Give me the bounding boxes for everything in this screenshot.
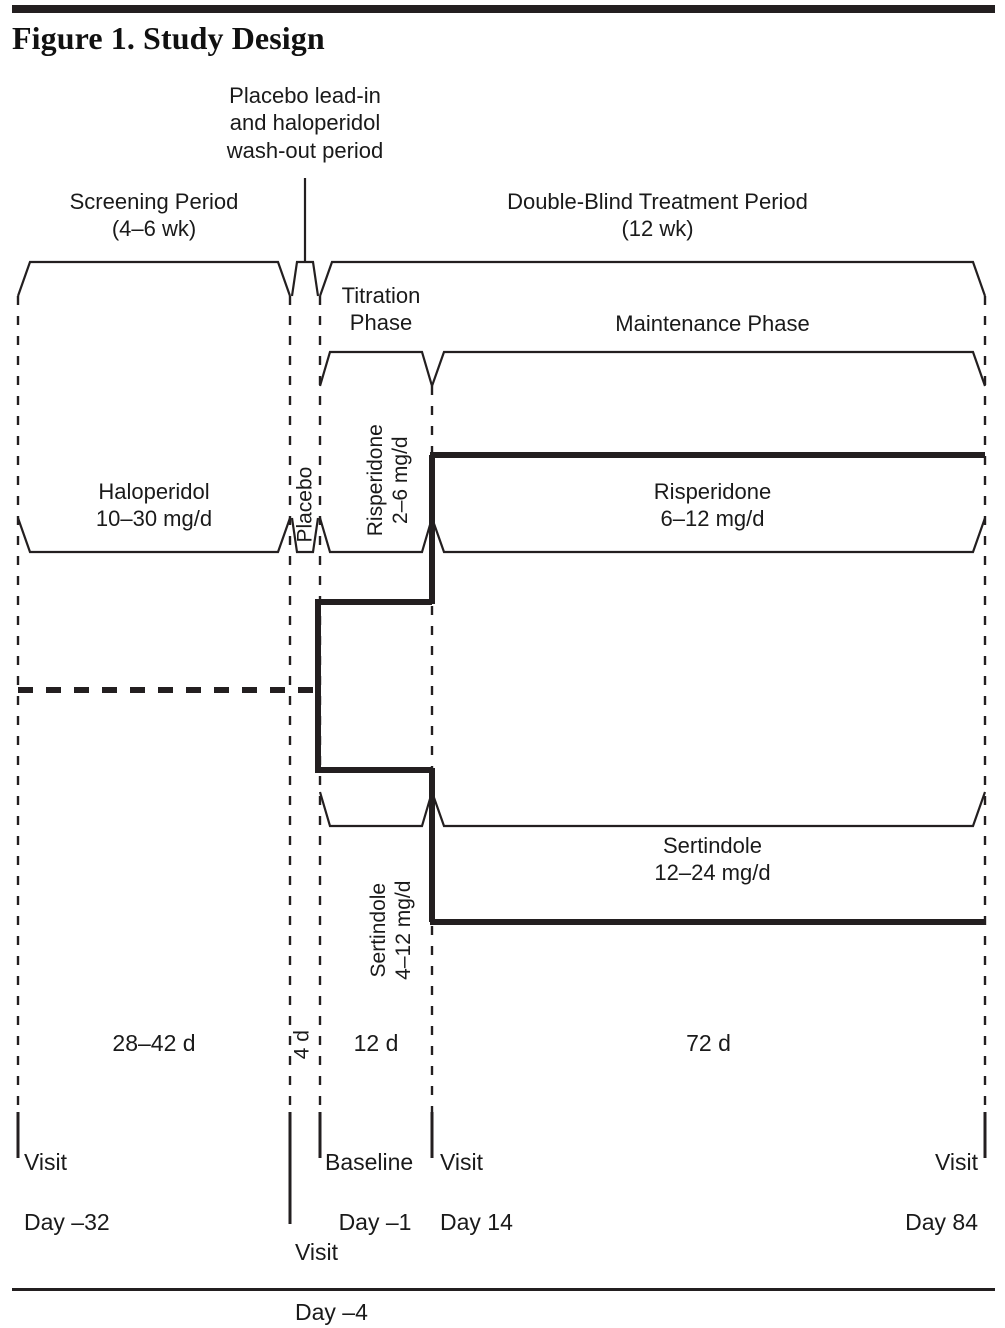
arm-label-risperidone-titration: Risperidone 2–6 mg/d (363, 424, 412, 537)
phase-label-titration: Titration Phase (341, 283, 421, 336)
randomization-split-risperidone (315, 599, 435, 690)
bracket-sertindole-titration (318, 791, 434, 828)
duration-maintenance: 72 d (686, 1030, 731, 1056)
visit-day-14: Visit Day 14 (440, 1118, 670, 1238)
visit-line-2: Day 14 (440, 1208, 513, 1235)
visit-line-1: Visit (24, 1148, 68, 1175)
visit-day-minus-32: Visit Day –32 (24, 1118, 254, 1238)
bracket-washout-period (290, 260, 320, 297)
visit-line-2: Day –1 (338, 1208, 412, 1235)
visit-line-1: Visit (440, 1148, 484, 1175)
period-label-screening: Screening Period (4–6 wk) (69, 189, 239, 242)
visit-day-84: Visit Day 84 (750, 1118, 978, 1238)
bracket-risperidone-maintenance (430, 517, 987, 554)
visit-line-1: Visit (295, 1238, 339, 1265)
arm-label-haloperidol: Haloperidol 10–30 mg/d (95, 479, 213, 532)
bracket-maintenance-phase (430, 350, 987, 387)
visit-line-2: Day –4 (295, 1298, 368, 1325)
arm-label-risperidone-maintenance: Risperidone 6–12 mg/d (653, 479, 772, 532)
duration-titration: 12 d (353, 1030, 399, 1056)
bracket-sertindole-maintenance (430, 791, 987, 828)
arm-label-placebo: Placebo (293, 466, 317, 543)
visit-line-2: Day –32 (24, 1208, 110, 1235)
bracket-titration-phase (318, 350, 434, 387)
duration-washout: 4 d (290, 1030, 314, 1060)
bracket-placebo (290, 517, 320, 554)
period-label-double-blind: Double-Blind Treatment Period (12 wk) (507, 189, 808, 242)
arm-label-sertindole-titration: Sertindole 4–12 mg/d (366, 880, 415, 980)
visit-baseline-day-minus-1: Baseline Day –1 (325, 1118, 435, 1238)
visit-line-1: Baseline (325, 1148, 414, 1175)
callout-placebo-leadin: Placebo lead-in and haloperidol wash-out… (226, 83, 384, 163)
bracket-screening-period (16, 260, 292, 297)
arm-label-sertindole-maintenance: Sertindole 12–24 mg/d (654, 833, 771, 886)
top-rule (12, 5, 995, 13)
bracket-risperidone-titration (318, 517, 434, 554)
bracket-haloperidol (16, 517, 292, 554)
phase-label-maintenance: Maintenance Phase (615, 311, 810, 336)
bottom-rule (12, 1288, 995, 1291)
duration-screening: 28–42 d (112, 1030, 196, 1056)
visit-line-2: Day 84 (905, 1208, 978, 1235)
visit-line-1: Visit (934, 1148, 978, 1175)
figure-title: Figure 1. Study Design (12, 20, 325, 56)
randomization-split-sertindole (315, 690, 435, 773)
bracket-double-blind-period (318, 260, 987, 297)
